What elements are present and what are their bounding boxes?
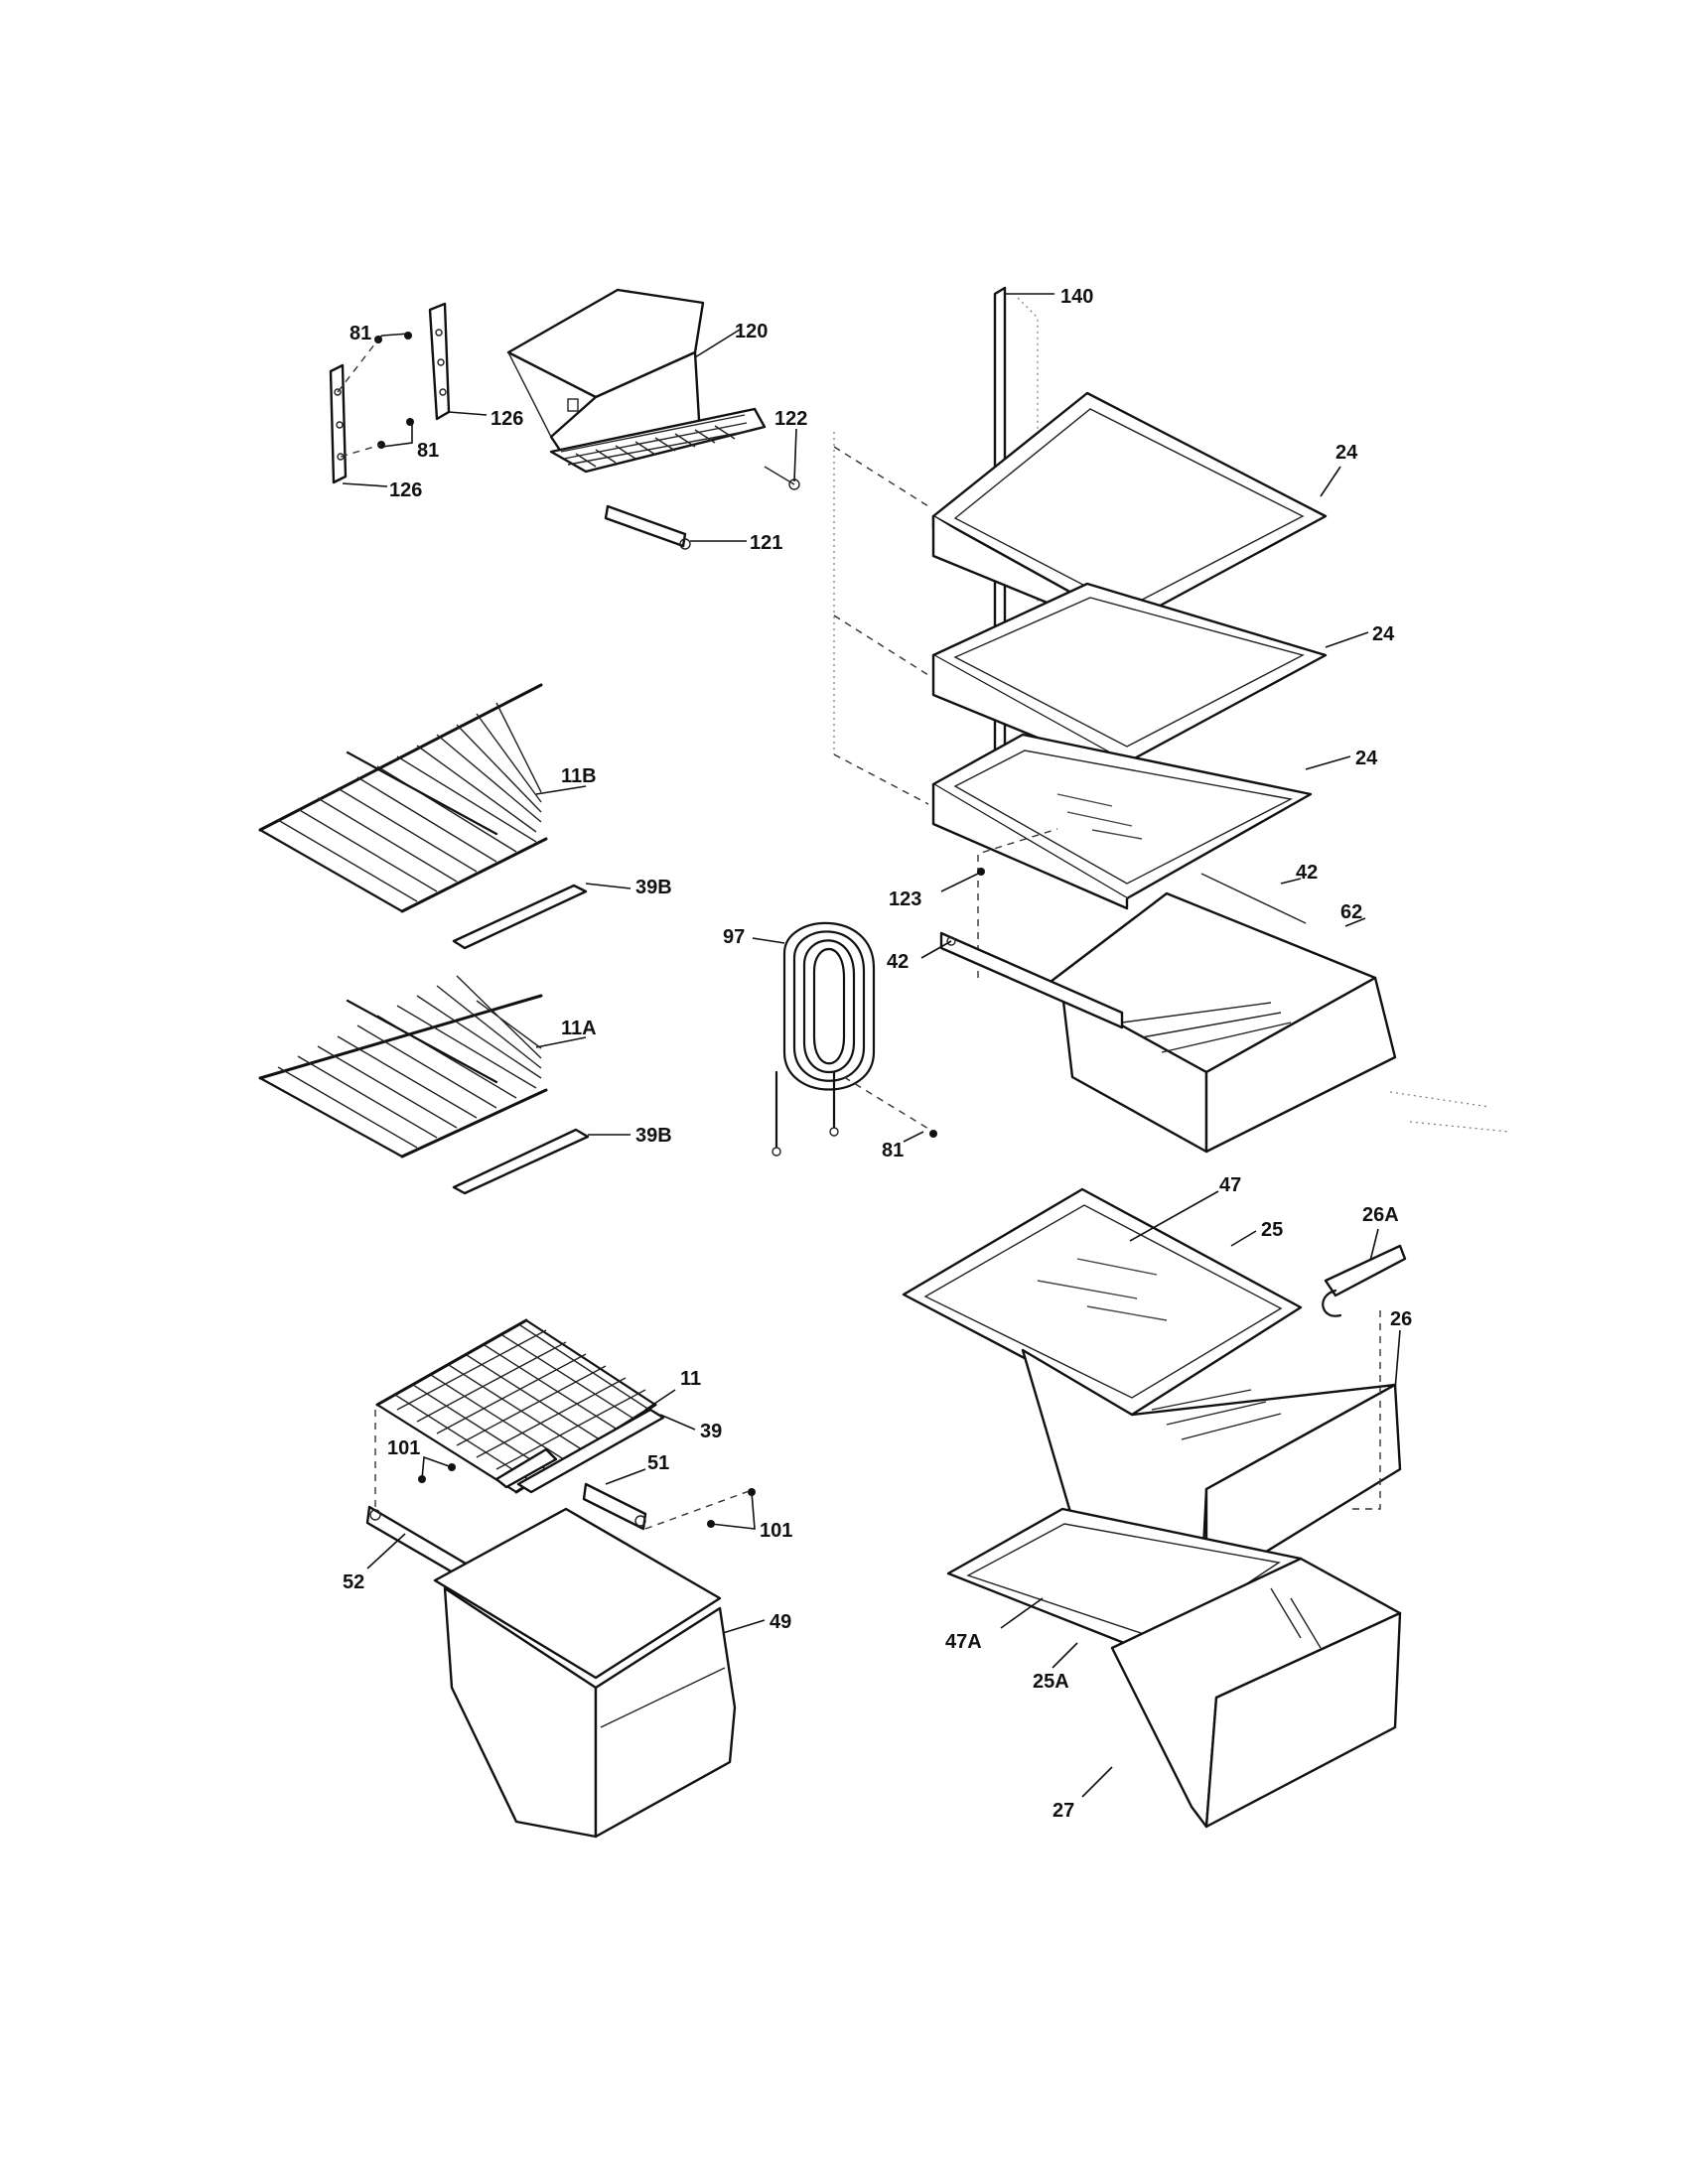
callout-24-top: 24	[1335, 442, 1358, 464]
wire-shelf-11B	[258, 683, 548, 913]
rail-121	[604, 504, 691, 550]
callout-11A: 11A	[561, 1018, 597, 1039]
coil-97	[772, 921, 937, 1157]
crisper-cover-25	[902, 1187, 1303, 1417]
callout-26: 26	[1390, 1308, 1412, 1330]
callout-81-bottom: 81	[882, 1140, 904, 1161]
callout-101-left: 101	[387, 1437, 420, 1459]
shelf-dashed-guides	[833, 432, 1058, 978]
wire-shelf-11	[375, 1318, 657, 1494]
bracket-126-front	[329, 363, 348, 484]
callout-26A: 26A	[1362, 1204, 1399, 1226]
glass-shelf-24-bottom	[931, 733, 1313, 910]
callout-24-bottom: 24	[1355, 748, 1378, 769]
callout-11B: 11B	[561, 765, 597, 787]
trim-39B-upper	[452, 884, 588, 950]
rail-42-left	[939, 931, 1124, 1029]
callout-49: 49	[770, 1611, 791, 1633]
callout-81-middle: 81	[417, 440, 439, 462]
callout-126-lower: 126	[389, 479, 422, 501]
callout-39B-upper: 39B	[635, 877, 672, 898]
trim-39B-lower	[452, 1128, 590, 1195]
callout-122: 122	[774, 408, 807, 430]
callout-51: 51	[647, 1452, 669, 1474]
callout-101-right: 101	[760, 1520, 792, 1542]
storage-bin-49	[433, 1507, 737, 1839]
callout-52: 52	[343, 1571, 364, 1593]
callout-123: 123	[889, 888, 921, 910]
callout-39: 39	[700, 1421, 722, 1442]
bracket-126-rear	[428, 302, 451, 421]
speckle-noise	[1389, 1091, 1510, 1133]
callout-42-upper: 42	[1296, 862, 1318, 884]
callout-11: 11	[680, 1368, 701, 1390]
callout-121: 121	[750, 532, 782, 554]
callout-62: 62	[1340, 901, 1362, 923]
callout-126-upper: 126	[491, 408, 523, 430]
callout-25A: 25A	[1033, 1671, 1069, 1693]
callout-25: 25	[1261, 1219, 1283, 1241]
callout-120: 120	[735, 321, 768, 342]
callout-27: 27	[1052, 1800, 1074, 1822]
bracket-26A	[1322, 1244, 1407, 1510]
callout-39B-lower: 39B	[635, 1125, 672, 1147]
callout-140: 140	[1060, 286, 1093, 308]
callout-47: 47	[1219, 1174, 1241, 1196]
crisper-drawer-27	[1110, 1557, 1402, 1829]
callout-81-top: 81	[350, 323, 371, 344]
drawer-120-rack	[560, 414, 751, 468]
leader-lines	[342, 293, 1401, 1798]
callout-24-middle: 24	[1372, 623, 1395, 645]
screws-81-top	[337, 332, 414, 458]
crisper-62	[1041, 891, 1397, 1154]
wire-shelf-11A	[258, 975, 548, 1159]
rail-42-right	[1200, 873, 1307, 924]
callout-labels: 140 120 122 121 126 126 81 81 24 24 24 1…	[343, 286, 1412, 1822]
glass-shelf-24-middle	[931, 582, 1328, 776]
trim-39	[516, 1408, 665, 1494]
callout-42-lower: 42	[887, 951, 909, 973]
callout-97: 97	[723, 926, 745, 948]
drawer-120	[506, 288, 767, 474]
callout-47A: 47A	[945, 1631, 982, 1653]
slide-51	[582, 1482, 647, 1531]
